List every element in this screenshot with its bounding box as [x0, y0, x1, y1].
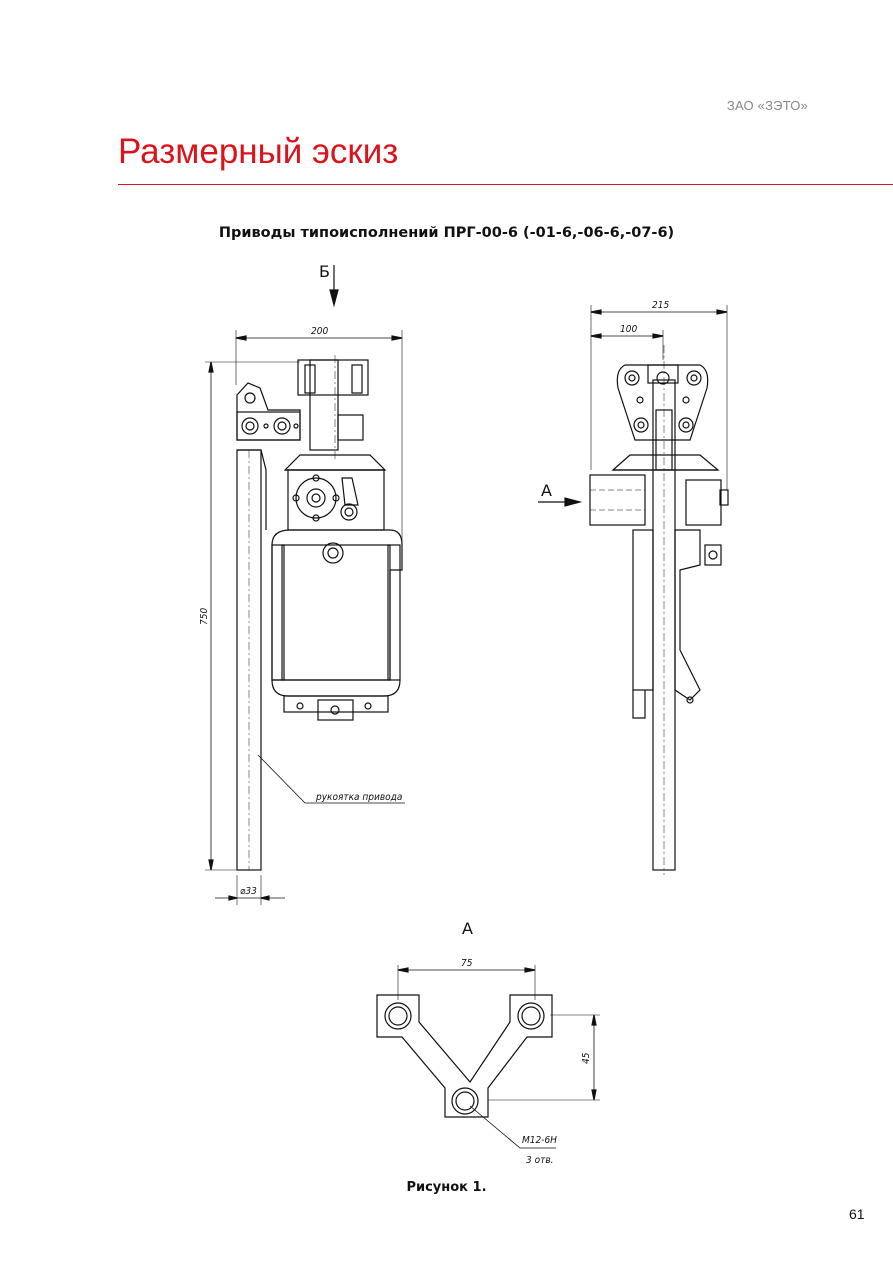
dim-hole-spacing: 75 — [461, 958, 473, 969]
view-a-arrow-label: А — [541, 481, 552, 500]
thread-callout: М12-6Н — [522, 1135, 557, 1146]
dim-width-side: 215 — [652, 300, 669, 311]
company-name: ЗАО «ЗЭТО» — [726, 98, 808, 113]
page-title: Размерный эскиз — [118, 132, 399, 171]
dim-height: 750 — [199, 608, 210, 625]
page-number: 61 — [849, 1206, 865, 1222]
title-rule — [118, 184, 893, 185]
dim-hole-offset: 45 — [581, 1052, 592, 1064]
dim-offset-side: 100 — [620, 324, 637, 335]
holes-callout: 3 отв. — [526, 1155, 553, 1166]
view-b-label: Б — [319, 262, 330, 281]
handle-callout: рукоятка привода — [315, 792, 402, 803]
view-a-title: А — [462, 919, 473, 938]
figure-caption: Рисунок 1. — [406, 1180, 487, 1195]
dim-width-front: 200 — [311, 326, 328, 337]
dim-diameter: ⌀33 — [240, 886, 257, 897]
figure-subtitle: Приводы типоисполнений ПРГ-00-6 (-01-6,-… — [218, 225, 675, 241]
